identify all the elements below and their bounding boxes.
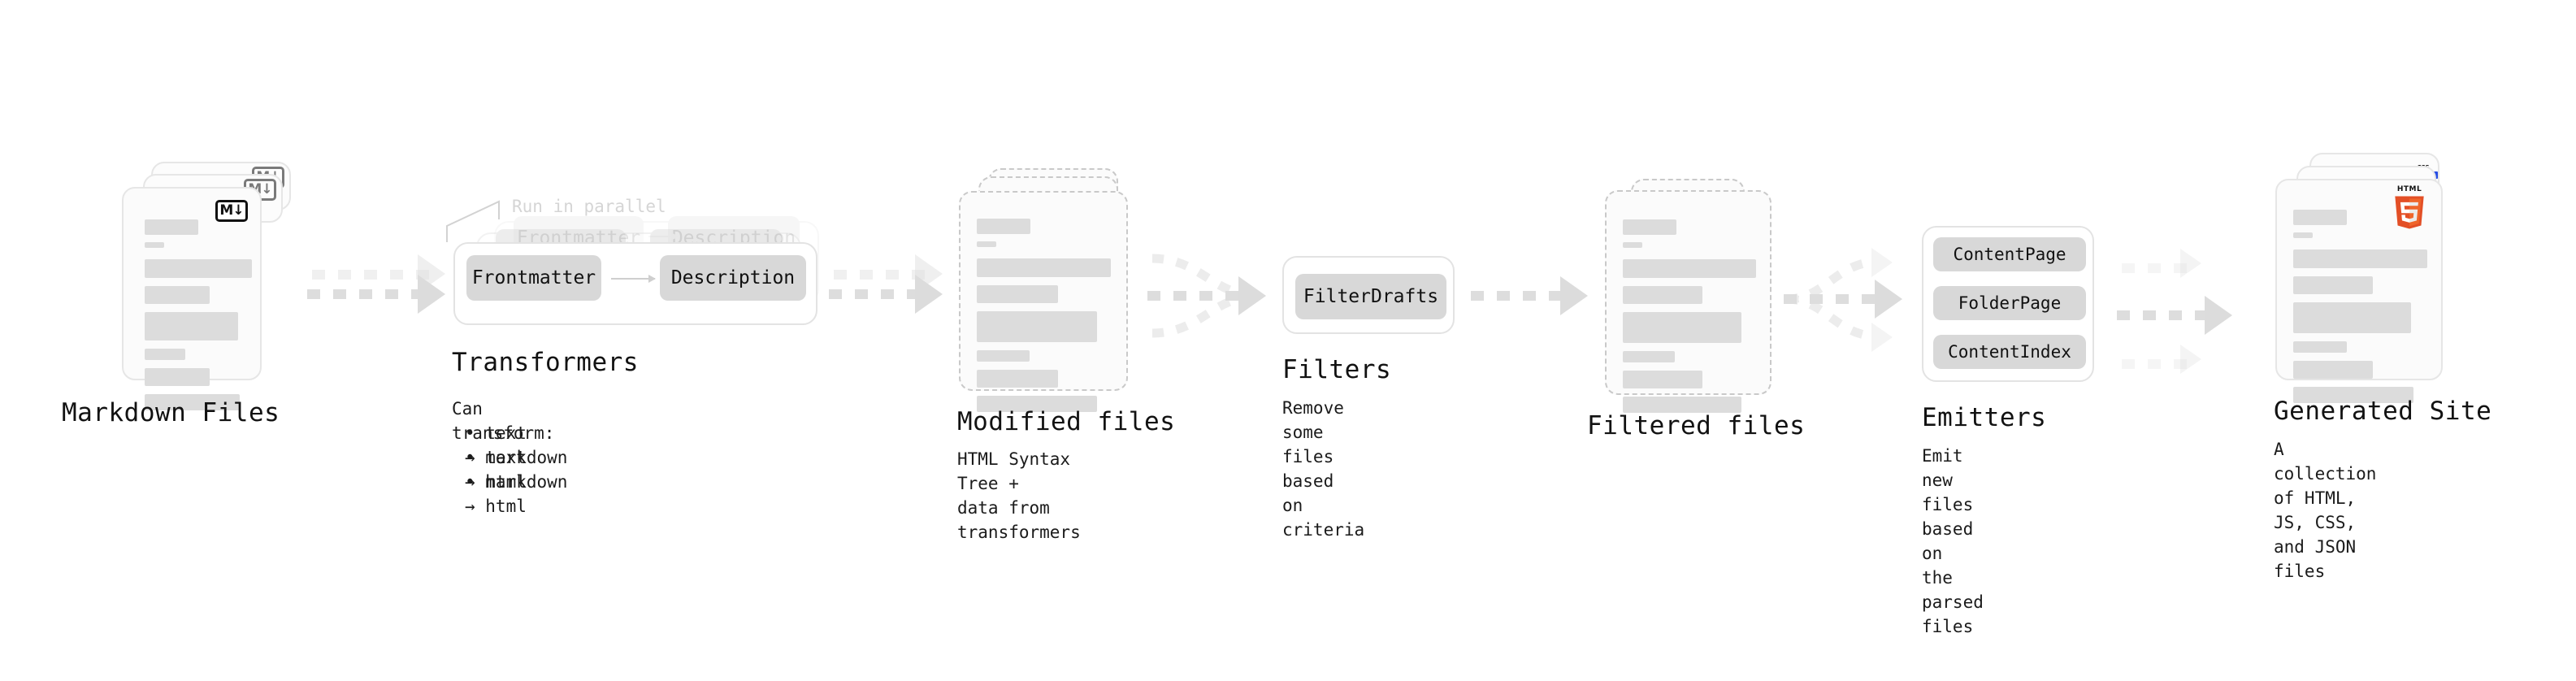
filters-sub: Remove some files based on criteria <box>1282 398 1365 540</box>
markdown-icon: M↓ <box>215 200 248 222</box>
chip-filterdrafts[interactable]: FilterDrafts <box>1295 274 1446 319</box>
bullet-text: markdown → markdown <box>465 448 568 492</box>
inner-arrow <box>611 275 656 283</box>
filtered-placeholder-bars <box>1623 219 1756 420</box>
transformers-bullet-1: • text → text <box>465 423 527 467</box>
placeholder-bar <box>2293 232 2313 238</box>
arrow-head <box>2180 345 2201 374</box>
placeholder-bar <box>1623 312 1741 343</box>
dash-line <box>307 289 434 299</box>
placeholder-bar <box>977 311 1097 342</box>
site-card-front[interactable]: HTML <box>2275 179 2443 403</box>
html5-icon-label: HTML <box>2396 185 2422 193</box>
modified-caption: Modified files <box>957 407 1176 436</box>
placeholder-bar <box>145 368 210 386</box>
bullet-text: html → html <box>465 472 527 516</box>
placeholder-bar <box>2293 387 2413 403</box>
parallel-bracket <box>446 200 500 242</box>
dash-line <box>1784 294 1889 304</box>
placeholder-bar <box>2293 341 2347 353</box>
emitters-sub: Emit new files based on the parsed files <box>1922 446 1984 636</box>
placeholder-bar <box>1623 242 1642 248</box>
placeholder-bar <box>1623 286 1702 304</box>
emitters-caption: Emitters <box>1922 403 2047 432</box>
placeholder-bar <box>977 396 1097 412</box>
placeholder-bar <box>1623 351 1675 362</box>
chip-description[interactable]: Description <box>660 255 806 301</box>
arrow-head <box>1875 280 1902 319</box>
placeholder-bar <box>2293 276 2373 294</box>
dash-line <box>2117 310 2216 320</box>
placeholder-bar <box>145 349 185 360</box>
emitters-box[interactable]: ContentPage FolderPage ContentIndex <box>1922 226 2094 382</box>
modified-card-front[interactable] <box>959 191 1128 412</box>
dash-line <box>1147 291 1253 301</box>
dash-line <box>2122 263 2188 273</box>
arrow-head <box>915 275 943 314</box>
merge-curves <box>1151 254 1247 338</box>
dash-line <box>1471 291 1572 301</box>
placeholder-bar <box>145 219 198 235</box>
markdown-caption: Markdown Files <box>62 398 280 427</box>
transformer-box-front[interactable]: Frontmatter Description <box>453 242 817 325</box>
inner-arrow <box>648 232 679 241</box>
placeholder-bar <box>145 286 210 304</box>
bullet-text: text → text <box>465 423 527 467</box>
transformers-bullet-2: • markdown → markdown <box>465 448 568 492</box>
placeholder-bar <box>2293 361 2373 379</box>
arrow-head-branch-up <box>1871 248 1893 277</box>
dash-line <box>2122 359 2188 369</box>
placeholder-bar <box>1623 371 1702 388</box>
modified-placeholder-bars <box>977 219 1111 419</box>
arrow-head <box>1560 276 1588 315</box>
placeholder-bar <box>1623 259 1756 278</box>
arrow-head <box>2180 249 2201 278</box>
transformers-bullet-3: • html → html <box>465 472 527 516</box>
placeholder-bar <box>1623 219 1676 235</box>
placeholder-bar <box>2293 249 2427 268</box>
filters-caption: Filters <box>1282 355 1392 384</box>
chip-folderpage[interactable]: FolderPage <box>1933 286 2086 320</box>
arrow-head <box>418 275 445 314</box>
site-placeholder-bars <box>2293 210 2427 410</box>
markdown-card-front[interactable]: M↓ <box>122 187 262 410</box>
chip-contentpage[interactable]: ContentPage <box>1933 237 2086 271</box>
modified-sub: HTML Syntax Tree + data from transformer… <box>957 449 1081 542</box>
dash-line <box>834 270 931 280</box>
generated-sub: A collection of HTML, JS, CSS, and JSON … <box>2274 440 2377 581</box>
transformers-sub: Can transform: <box>452 399 555 443</box>
placeholder-bar <box>977 370 1058 388</box>
placeholder-bar <box>977 241 996 247</box>
filters-box[interactable]: FilterDrafts <box>1282 256 1455 334</box>
parallel-label: Run in parallel <box>512 197 666 216</box>
placeholder-bar <box>145 259 252 278</box>
placeholder-bar <box>145 312 238 340</box>
chip-contentindex[interactable]: ContentIndex <box>1933 335 2086 369</box>
placeholder-bar <box>1623 397 1741 413</box>
generated-caption: Generated Site <box>2274 397 2492 426</box>
arrow-head <box>2205 296 2232 335</box>
chip-frontmatter[interactable]: Frontmatter <box>466 255 601 301</box>
dash-line <box>312 270 434 280</box>
html5-icon: HTML <box>2393 185 2426 231</box>
html5-shield <box>2395 196 2424 229</box>
dash-line <box>829 289 931 299</box>
placeholder-bar <box>145 242 164 248</box>
branch-curves <box>1786 257 1876 341</box>
placeholder-bar <box>977 350 1030 362</box>
placeholder-bar <box>145 394 240 410</box>
arrow-head-branch-down <box>1871 323 1893 352</box>
filtered-caption: Filtered files <box>1587 411 1806 440</box>
placeholder-bar <box>2293 210 2347 225</box>
arrow-head <box>1238 276 1266 315</box>
markdown-placeholder-bars <box>145 219 252 418</box>
placeholder-bar <box>977 219 1030 234</box>
placeholder-bar <box>977 285 1058 303</box>
filtered-card-front[interactable] <box>1605 190 1772 413</box>
placeholder-bar <box>977 258 1111 277</box>
placeholder-bar <box>2293 302 2411 333</box>
transformers-caption: Transformers <box>452 348 639 377</box>
